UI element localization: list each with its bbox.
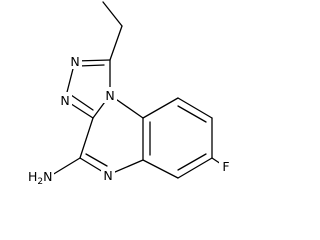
- atom-bg-nh2: [26, 168, 54, 184]
- bond-ethyl-ch3-ch2: [102, 1, 123, 27]
- bond-c1-n2-double-inner: [78, 64, 105, 67]
- nh2-h: H: [28, 169, 37, 184]
- bond-c4-nh2: [51, 157, 81, 176]
- atom-nh2: H2N: [28, 169, 53, 187]
- bond-c6-c5a: [142, 159, 179, 179]
- molecule-structure: N N N N F H2N: [26, 1, 232, 187]
- nh2-subscript: 2: [37, 177, 43, 187]
- bond-n3-c3a-double-inner: [70, 94, 94, 111]
- bonds: [51, 1, 225, 179]
- bond-c7-c6-double-inner: [177, 153, 207, 171]
- atom-n3: N: [60, 93, 69, 108]
- nh2-n: N: [43, 169, 52, 184]
- atom-bg-n2: [68, 53, 82, 69]
- bond-c9-c8-double-inner: [177, 105, 207, 123]
- atom-bg-n9: [103, 87, 117, 103]
- atom-bg-n5: [101, 167, 115, 183]
- bond-c9-c8-double: [177, 97, 213, 119]
- atom-bg-f: [219, 158, 232, 174]
- atom-bg-n3: [58, 92, 72, 108]
- atom-n2: N: [70, 54, 79, 69]
- bond-c9a-c9: [142, 97, 179, 119]
- atom-labels: N N N N F H2N: [26, 53, 232, 187]
- bond-c4-n5-double-inner: [85, 153, 108, 167]
- bond-c7-c6-double: [177, 157, 213, 179]
- bond-c3a-c4: [79, 117, 94, 159]
- atom-f: F: [222, 159, 229, 174]
- atom-n9: N: [105, 88, 114, 103]
- bond-ethyl-ch2-c1: [109, 25, 123, 61]
- atom-n5: N: [103, 168, 112, 183]
